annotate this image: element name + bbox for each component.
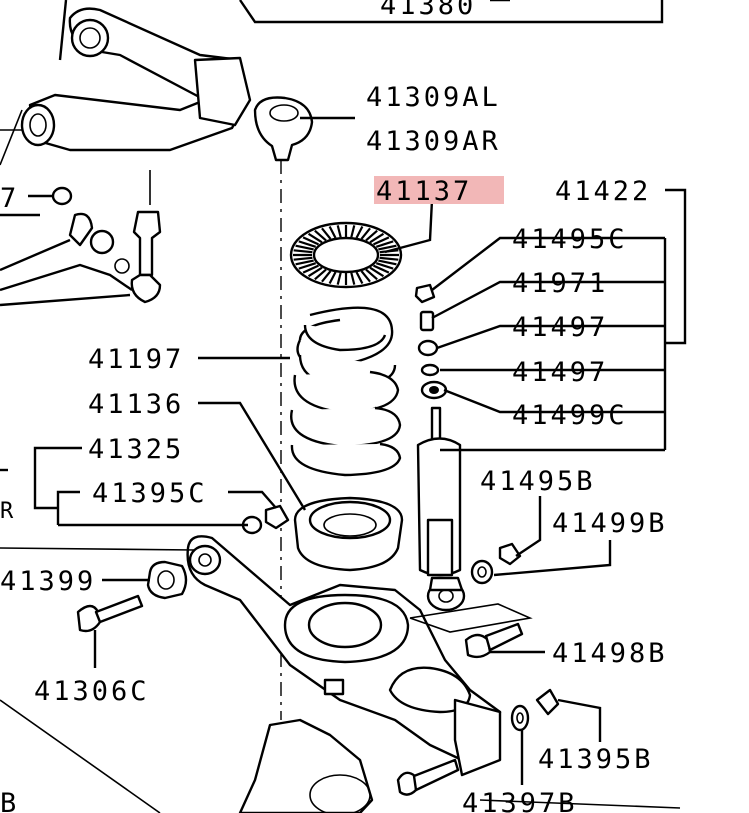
- label-41395b[interactable]: 41395B: [538, 744, 654, 775]
- label-41137[interactable]: 41137: [376, 176, 472, 207]
- ring-tick: [298, 240, 317, 248]
- ring-tick: [378, 259, 397, 266]
- ring-tick: [302, 264, 319, 274]
- label-41325[interactable]: 41325: [88, 434, 184, 465]
- label-41380[interactable]: 41380: [380, 0, 476, 21]
- ring-tick: [373, 264, 390, 274]
- label-41306c[interactable]: 41306C: [34, 676, 150, 707]
- label-41498b[interactable]: 41498B: [552, 638, 668, 669]
- label-41197[interactable]: 41197: [88, 344, 184, 375]
- ring-tick: [350, 225, 356, 238]
- ring-tick: [298, 262, 317, 270]
- ring-tick: [360, 270, 371, 283]
- label-41397b[interactable]: 41397B: [462, 788, 578, 813]
- ring-tick: [314, 229, 327, 242]
- label-edge-b: B: [0, 788, 19, 813]
- shock-absorber: [416, 406, 466, 612]
- ring-tick: [293, 249, 313, 254]
- label-41497-upper[interactable]: 41497: [512, 312, 608, 343]
- ring-tick: [321, 227, 332, 240]
- ring-tick: [314, 268, 327, 281]
- label-41422[interactable]: 41422: [555, 176, 651, 207]
- knuckle-outline: [0, 547, 681, 813]
- label-41309ar[interactable]: 41309AR: [366, 126, 501, 157]
- ring-tick: [379, 256, 399, 261]
- ring-tick: [373, 236, 390, 246]
- ring-tick: [307, 232, 323, 244]
- ring-tick: [336, 225, 342, 238]
- ring-tick: [369, 232, 385, 244]
- ring-tick: [328, 271, 337, 285]
- label-41136[interactable]: 41136: [88, 389, 184, 420]
- label-41395c[interactable]: 41395C: [92, 478, 208, 509]
- label-41971[interactable]: 41971: [512, 268, 608, 299]
- ring-tick: [360, 227, 371, 240]
- lower-spring-seat-41136: [293, 496, 404, 572]
- frame-41380: [239, 0, 664, 24]
- part-labels: 41380 41309AL 41309AR 41137 41422 41495C…: [0, 0, 668, 813]
- ring-tick: [336, 272, 342, 285]
- stabilizer-link: [0, 170, 162, 307]
- label-edge-7: 7: [0, 183, 19, 214]
- ring-tick: [355, 271, 364, 285]
- bracket-41498b: [409, 603, 533, 633]
- label-41495b[interactable]: 41495B: [480, 466, 596, 497]
- upper-control-arm: [0, 0, 314, 166]
- ring-tick: [295, 244, 314, 251]
- label-41309al[interactable]: 41309AL: [366, 82, 501, 113]
- leader-lines: [0, 116, 687, 785]
- ring-tick: [375, 240, 394, 248]
- label-41497-lower[interactable]: 41497: [512, 357, 608, 388]
- ring-tick: [375, 262, 394, 270]
- ring-tick: [355, 225, 364, 239]
- ring-tick: [369, 266, 385, 278]
- highlight-41137: [374, 176, 504, 204]
- lower-control-arm: [186, 535, 502, 777]
- label-41495c[interactable]: 41495C: [512, 224, 628, 255]
- ring-tick: [302, 236, 319, 246]
- ring-tick: [293, 256, 313, 261]
- ring-tick: [307, 266, 323, 278]
- ring-tick: [328, 225, 337, 239]
- spring-insulator-41137: [289, 221, 403, 289]
- ring-tick: [365, 229, 378, 242]
- ring-tick: [378, 244, 397, 251]
- ring-tick: [350, 272, 356, 285]
- label-41499b[interactable]: 41499B: [552, 508, 668, 539]
- label-edge-r: R: [0, 499, 15, 524]
- coil-spring-41197: [290, 306, 402, 477]
- ring-tick: [295, 259, 314, 266]
- label-41499c[interactable]: 41499C: [512, 400, 628, 431]
- fasteners: [76, 504, 560, 796]
- label-41399[interactable]: 41399: [0, 566, 96, 597]
- ring-tick: [321, 270, 332, 283]
- ring-tick: [365, 268, 378, 281]
- upper-mount-hardware: [414, 283, 448, 400]
